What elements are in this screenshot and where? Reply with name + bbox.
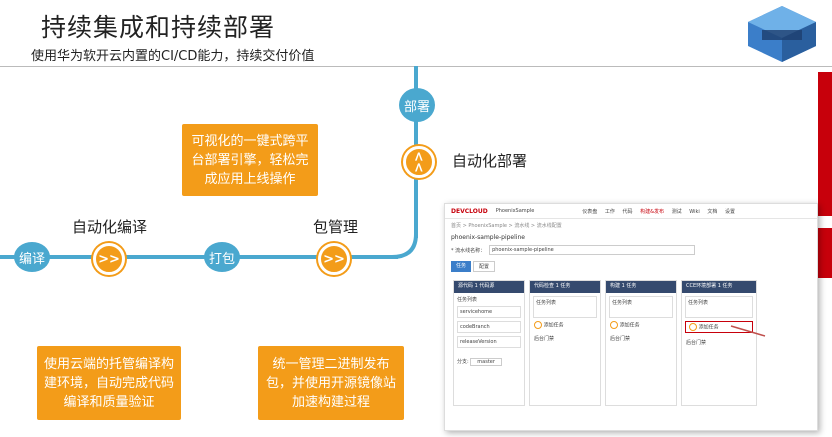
embedded-column-source: 源代码 1 代码源 任务列表 servicehome codeBranch re…: [453, 280, 525, 406]
package-description-box: 统一管理二进制发布包，并使用开源镜像站加速构建过程: [258, 346, 404, 420]
embedded-repo-item[interactable]: codeBranch: [457, 321, 521, 333]
embedded-nav-code[interactable]: 代码: [622, 208, 633, 215]
embedded-name-row: * 流水线名称： phoenix-sample-pipeline: [445, 243, 817, 257]
embedded-nav-work[interactable]: 工作: [604, 208, 615, 215]
embedded-topbar: DEVCLOUD PhoenixSample 仪表盘 工作 代码 构建&发布 测…: [445, 204, 817, 219]
embedded-gate: 后台门禁: [534, 336, 555, 342]
embedded-repo-item[interactable]: servicehome: [457, 306, 521, 318]
embedded-column-deploy: CCE环境部署 1 任务 任务列表 添加任务 后台门禁: [681, 280, 757, 406]
embedded-column-check: 代码检查 1 任务 任务列表 添加任务 后台门禁: [529, 280, 601, 406]
page-title: 持续集成和持续部署: [41, 13, 276, 42]
pipeline-track-curve: [391, 233, 418, 259]
compile-node-icon: >>: [93, 243, 125, 275]
pipeline-editor-screenshot: DEVCLOUD PhoenixSample 仪表盘 工作 代码 构建&发布 测…: [444, 203, 818, 431]
embedded-task-card[interactable]: 任务列表: [609, 296, 673, 318]
embedded-name-label: * 流水线名称：: [451, 247, 486, 254]
deploy-pill: 部署: [399, 88, 435, 122]
embedded-gate: 后台门禁: [610, 336, 631, 342]
embedded-task-title: 任务列表: [457, 297, 478, 303]
embedded-column-head: CCE环境部署 1 任务: [682, 281, 756, 293]
embedded-tab-tasks[interactable]: 任务: [451, 261, 472, 272]
embedded-branch-row: 分支: master: [457, 358, 521, 366]
embedded-pipeline-title: phoenix-sample-pipeline: [451, 234, 525, 241]
embedded-tab-config[interactable]: 配置: [473, 261, 496, 272]
embedded-column-head: 构建 1 任务: [606, 281, 676, 293]
embedded-repo-item[interactable]: releaseVersion: [457, 336, 521, 348]
embedded-task-card[interactable]: 任务列表: [533, 296, 597, 318]
edge-accent-bottom: [818, 228, 832, 278]
embedded-nav-wiki[interactable]: Wiki: [689, 208, 700, 215]
embedded-add-task-highlight[interactable]: 添加任务: [685, 321, 753, 333]
compile-description-box: 使用云端的托管编译构建环境，自动完成代码编译和质量验证: [37, 346, 181, 420]
embedded-nav-dashboard[interactable]: 仪表盘: [582, 208, 598, 215]
package-node-icon: >>: [318, 243, 350, 275]
compile-pill: 编译: [14, 242, 50, 272]
stage-label-package: 包管理: [313, 218, 359, 236]
highlight-arrow-icon: [730, 325, 766, 337]
embedded-column-head: 源代码 1 代码源: [454, 281, 524, 293]
stage-label-auto-deploy: 自动化部署: [452, 152, 528, 170]
embedded-logo: DEVCLOUD: [451, 207, 488, 215]
embedded-column-head: 代码检查 1 任务: [530, 281, 600, 293]
embedded-branch-select[interactable]: master: [470, 358, 502, 366]
deploy-node-icon: >>: [403, 146, 435, 178]
embedded-nav-docs[interactable]: 文档: [707, 208, 718, 215]
embedded-column-build: 构建 1 任务 任务列表 添加任务 后台门禁: [605, 280, 677, 406]
edge-accent-top: [818, 72, 832, 216]
embedded-add-task[interactable]: 添加任务: [606, 321, 676, 329]
deploy-description-box: 可视化的一键式跨平台部署引擎，轻松完成应用上线操作: [182, 124, 318, 196]
stage-label-auto-compile: 自动化编译: [72, 218, 148, 236]
embedded-nav-test[interactable]: 测试: [671, 208, 682, 215]
embedded-project[interactable]: PhoenixSample: [495, 208, 535, 214]
embedded-tabs: 任务 配置: [445, 257, 817, 276]
embedded-add-task[interactable]: 添加任务: [530, 321, 600, 329]
package-pill: 打包: [204, 242, 240, 272]
embedded-name-input[interactable]: phoenix-sample-pipeline: [489, 245, 696, 255]
embedded-breadcrumb: 首页 > PhoenixSample > 流水线 > 流水线配置: [451, 223, 562, 229]
embedded-gate: 后台门禁: [686, 340, 707, 346]
pipeline-track-horizontal: [0, 255, 398, 259]
embedded-nav: 仪表盘 工作 代码 构建&发布 测试 Wiki 文档 设置: [582, 208, 741, 215]
page-subtitle: 使用华为软开云内置的CI/CD能力，持续交付价值: [31, 49, 315, 64]
embedded-nav-build[interactable]: 构建&发布: [640, 208, 665, 215]
embedded-repo-list: 任务列表 servicehome codeBranch releaseVersi…: [454, 293, 524, 368]
embedded-nav-settings[interactable]: 设置: [724, 208, 735, 215]
embedded-task-card[interactable]: 任务列表: [685, 296, 753, 318]
devcloud-logo-icon: [748, 6, 816, 62]
